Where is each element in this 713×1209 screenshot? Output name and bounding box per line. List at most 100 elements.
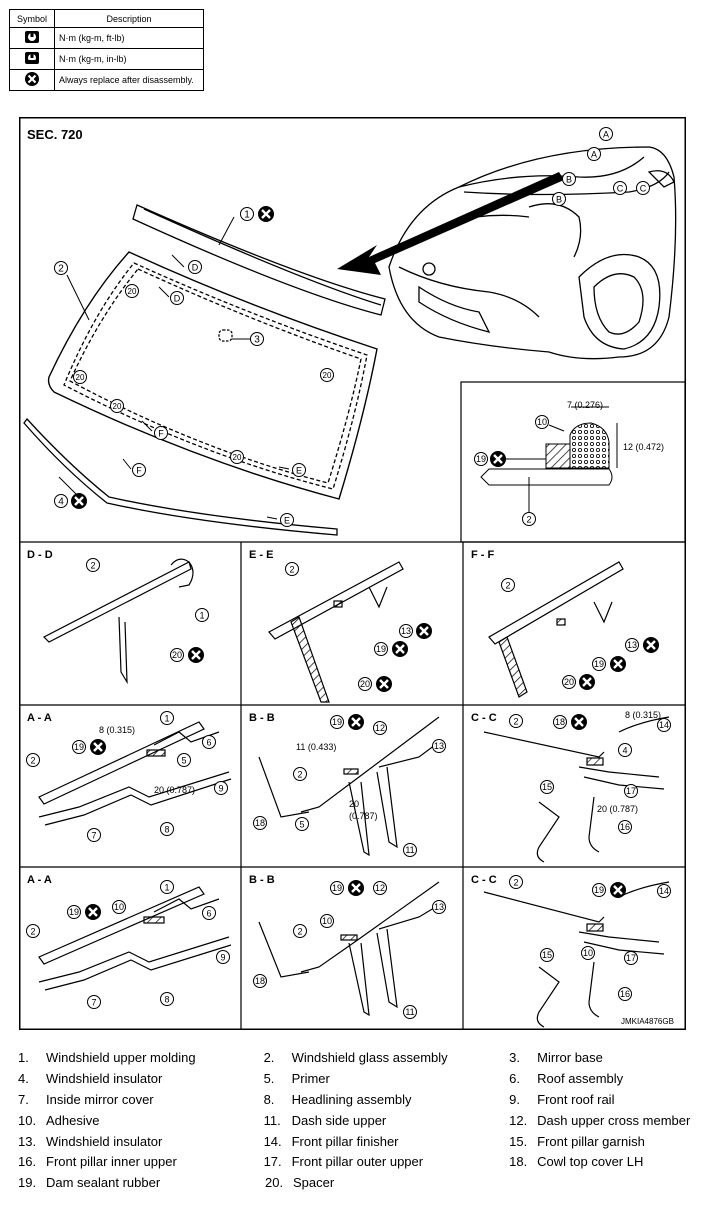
svg-text:16: 16 — [620, 822, 630, 832]
part-number: 9. — [509, 1091, 520, 1107]
part-name: Windshield insulator — [46, 1133, 163, 1149]
part-number: 18. — [509, 1154, 528, 1170]
svg-text:18: 18 — [255, 818, 265, 828]
section-callouts: 2 1 20 2 13 19 20 2 13 19 20 1 6 19 5 2 … — [26, 558, 671, 1019]
part-number: 3. — [509, 1050, 520, 1065]
svg-text:C: C — [617, 184, 624, 194]
svg-text:13: 13 — [434, 741, 444, 751]
part-number: 17. — [263, 1154, 282, 1170]
dimension-0787-bb: (0.787) — [349, 811, 378, 821]
part-number: 16. — [18, 1154, 37, 1170]
part-name: Windshield glass assembly — [291, 1050, 448, 1065]
parts-list: 1. Windshield upper molding 2. Windshield … — [18, 1050, 708, 1196]
svg-text:4: 4 — [622, 746, 627, 756]
legend-row-text: Always replace after disassembly. — [54, 69, 204, 91]
svg-text:20: 20 — [564, 677, 574, 687]
svg-text:F: F — [136, 466, 142, 476]
view-label-dd: D - D — [27, 549, 53, 561]
svg-text:16: 16 — [620, 989, 630, 999]
part-number: 10. — [18, 1112, 37, 1128]
svg-text:19: 19 — [74, 742, 84, 752]
part-number: 11. — [263, 1112, 281, 1128]
svg-text:1: 1 — [164, 883, 169, 893]
svg-text:1: 1 — [244, 210, 250, 221]
symbol-legend: Symbol Description N·m (kg-m, ft-lb) N·m… — [9, 9, 204, 91]
legend-row-text: N·m (kg-m, ft-lb) — [54, 27, 204, 49]
dimension-11-bb: 11 (0.433) — [296, 742, 336, 752]
dimension-20-cc: 20 (0.787) — [597, 804, 638, 814]
section-label: SEC. 720 — [27, 127, 83, 142]
svg-text:20: 20 — [113, 402, 122, 411]
part-name: Adhesive — [46, 1112, 100, 1128]
svg-text:13: 13 — [434, 902, 444, 912]
overview-drawing — [23, 146, 677, 536]
svg-text:2: 2 — [30, 927, 35, 937]
torque-wrench-small-icon — [9, 48, 55, 70]
figure-code: JMKIA4876GB — [621, 1017, 674, 1026]
part-name: Inside mirror cover — [46, 1091, 154, 1107]
legend-row-text: N·m (kg-m, in-lb) — [54, 48, 204, 70]
view-label-ff: F - F — [471, 549, 494, 561]
svg-text:15: 15 — [542, 782, 552, 792]
part-name: Dash upper cross member — [537, 1112, 691, 1128]
part-number: 6. — [509, 1070, 520, 1086]
svg-text:17: 17 — [626, 786, 636, 796]
legend-header-description: Description — [54, 9, 204, 28]
part-number: 12. — [509, 1112, 528, 1128]
svg-text:19: 19 — [376, 644, 386, 654]
svg-text:7: 7 — [91, 998, 96, 1008]
svg-text:2: 2 — [513, 717, 518, 727]
torque-wrench-icon — [9, 27, 55, 49]
svg-text:10: 10 — [322, 916, 332, 926]
svg-text:8: 8 — [164, 995, 169, 1005]
part-number: 13. — [18, 1133, 37, 1149]
svg-text:3: 3 — [254, 335, 260, 346]
dimension-12: 12 (0.472) — [623, 442, 664, 452]
view-label-cc-2: C - C — [471, 874, 497, 886]
svg-text:6: 6 — [206, 909, 211, 919]
svg-text:A: A — [591, 150, 597, 160]
svg-text:19: 19 — [476, 454, 486, 464]
part-name: Front pillar inner upper — [46, 1154, 177, 1170]
part-number: 7. — [18, 1091, 29, 1107]
svg-text:17: 17 — [626, 953, 636, 963]
part-name: Primer — [291, 1070, 330, 1086]
svg-text:2: 2 — [297, 927, 302, 937]
svg-text:20: 20 — [233, 453, 242, 462]
part-number: 2. — [263, 1050, 275, 1065]
part-name: Dam sealant rubber — [46, 1175, 161, 1191]
svg-text:5: 5 — [299, 820, 304, 830]
dimension-8-aa: 8 (0.315) — [99, 725, 135, 735]
svg-text:12: 12 — [375, 883, 385, 893]
arrow-icon — [337, 172, 564, 275]
dimension-20-aa: 20 (0.787) — [154, 785, 195, 795]
part-name: Front roof rail — [537, 1091, 615, 1107]
svg-text:2: 2 — [30, 756, 35, 766]
part-name: Windshield upper molding — [46, 1050, 196, 1065]
part-name: Spacer — [293, 1175, 335, 1191]
svg-text:19: 19 — [594, 659, 604, 669]
part-name: Roof assembly — [537, 1070, 624, 1086]
part-number: 14. — [263, 1133, 282, 1149]
svg-text:15: 15 — [542, 950, 552, 960]
part-number: 1. — [18, 1050, 29, 1065]
detail-inset: 7 (0.276) 12 (0.472) 10 19 2 — [460, 381, 686, 543]
svg-text:14: 14 — [659, 886, 669, 896]
svg-text:11: 11 — [405, 1007, 414, 1017]
svg-text:13: 13 — [401, 626, 411, 636]
svg-text:2: 2 — [90, 561, 95, 571]
part-name: Headlining assembly — [291, 1091, 412, 1107]
svg-text:19: 19 — [332, 717, 342, 727]
svg-text:11: 11 — [405, 845, 414, 855]
part-number: 20. — [265, 1175, 284, 1191]
svg-text:20: 20 — [76, 373, 85, 382]
svg-text:E: E — [284, 516, 290, 526]
svg-text:A: A — [603, 130, 609, 140]
svg-text:18: 18 — [255, 976, 265, 986]
legend-header-symbol: Symbol — [9, 9, 55, 28]
svg-text:18: 18 — [555, 717, 565, 727]
svg-text:6: 6 — [206, 738, 211, 748]
svg-text:20: 20 — [360, 679, 370, 689]
view-label-aa: A - A — [27, 712, 52, 724]
svg-text:19: 19 — [594, 885, 604, 895]
